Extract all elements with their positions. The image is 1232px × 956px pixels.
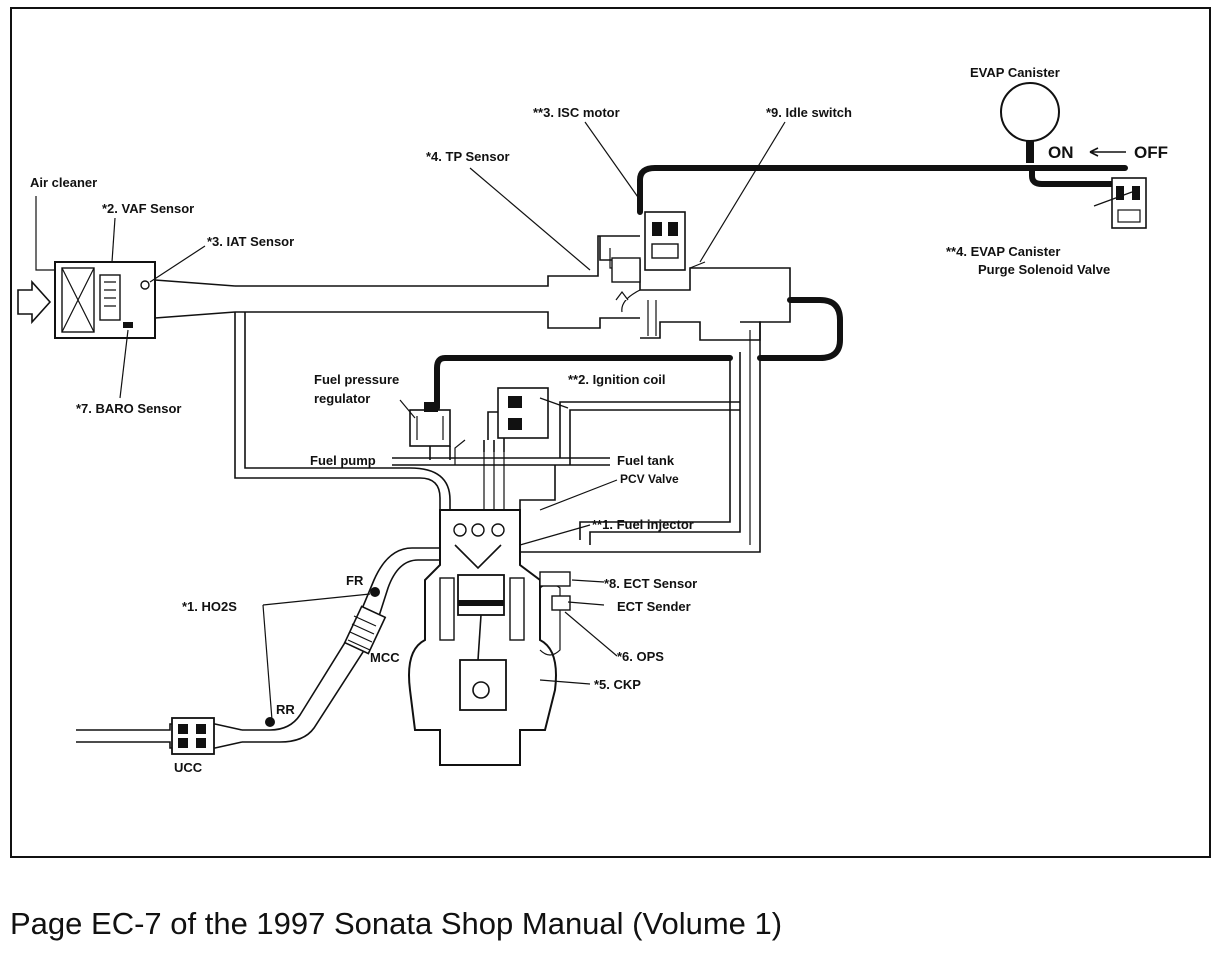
- label-fr: FR: [346, 573, 364, 588]
- label-baro-sensor: *7. BARO Sensor: [76, 401, 181, 416]
- page-caption: Page EC-7 of the 1997 Sonata Shop Manual…: [10, 906, 783, 941]
- label-fuel-injector: **1. Fuel injector: [592, 517, 694, 532]
- diagram-frame: [10, 7, 1211, 858]
- label-evap-purge-1: **4. EVAP Canister: [946, 244, 1060, 259]
- label-rr: RR: [276, 702, 295, 717]
- label-vaf-sensor: *2. VAF Sensor: [102, 201, 194, 216]
- label-ucc: UCC: [174, 760, 203, 775]
- label-ops: *6. OPS: [617, 649, 664, 664]
- label-air-cleaner: Air cleaner: [30, 175, 97, 190]
- label-idle-switch: *9. Idle switch: [766, 105, 852, 120]
- engine-block: [408, 509, 571, 766]
- arrow-left-icon: [1089, 147, 1126, 157]
- label-iat-sensor: *3. IAT Sensor: [207, 234, 294, 249]
- label-mcc: MCC: [370, 650, 400, 665]
- leader-lines: [35, 121, 1133, 721]
- label-evap-purge-2: Purge Solenoid Valve: [978, 262, 1110, 277]
- label-pcv-valve: PCV Valve: [620, 472, 679, 486]
- label-fuel-pressure-1: Fuel pressure: [314, 372, 399, 387]
- label-on: ON: [1048, 143, 1074, 162]
- label-ignition-coil: **2. Ignition coil: [568, 372, 666, 387]
- intake-duct: [234, 235, 640, 510]
- ignition-coil: [483, 387, 549, 530]
- evap-canister: [1000, 82, 1126, 163]
- label-isc-motor: **3. ISC motor: [533, 105, 620, 120]
- label-ckp: *5. CKP: [594, 677, 641, 692]
- evap-purge-solenoid-valve: [1111, 177, 1147, 229]
- label-ho2s: *1. HO2S: [182, 599, 237, 614]
- label-tp-sensor: *4. TP Sensor: [426, 149, 510, 164]
- label-ect-sensor: *8. ECT Sensor: [604, 576, 697, 591]
- air-cleaner-assembly: [17, 261, 236, 339]
- intake-arrow-icon: [17, 279, 52, 325]
- label-off: OFF: [1134, 143, 1168, 162]
- vacuum-lines: [434, 165, 1135, 411]
- throttle-body: [599, 211, 843, 361]
- diagram-labels: EVAP Canister ON OFF **3. ISC motor *9. …: [30, 65, 1168, 775]
- label-fuel-pump: Fuel pump: [310, 453, 376, 468]
- label-ect-sender: ECT Sender: [617, 599, 691, 614]
- label-evap-canister: EVAP Canister: [970, 65, 1060, 80]
- exhaust-system: [76, 547, 440, 755]
- label-fuel-pressure-2: regulator: [314, 391, 370, 406]
- label-fuel-tank: Fuel tank: [617, 453, 675, 468]
